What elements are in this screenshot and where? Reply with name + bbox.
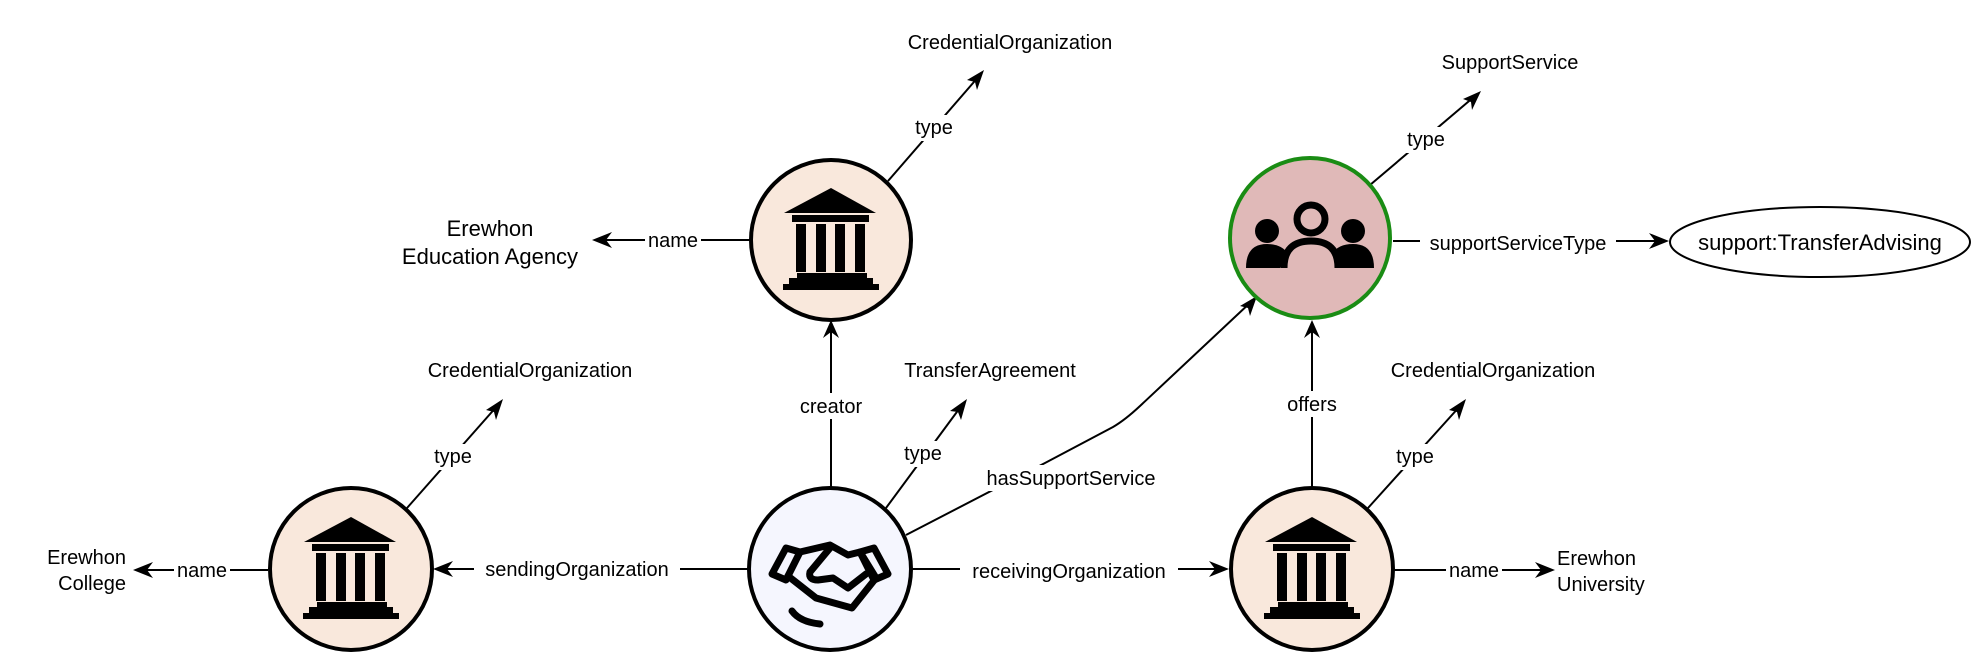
handshake-icon <box>768 541 892 628</box>
edge-label-sending-organization: sendingOrganization <box>474 556 680 582</box>
edge-label-college-type: type <box>431 444 475 470</box>
edge-label-agreement-type: type <box>901 441 945 467</box>
college-type-edge-label: type <box>434 446 472 468</box>
people-group-icon <box>1246 201 1374 269</box>
university-name-line1: Erewhon <box>1557 548 1636 570</box>
agency-name-edge-label: name <box>648 230 698 252</box>
edge-label-agency-name: name <box>645 229 701 252</box>
sending-organization-edge-label: sendingOrganization <box>485 559 668 581</box>
edge-label-college-name: name <box>174 559 230 582</box>
college-name-line2: College <box>58 573 126 595</box>
university-name-edge-label: name <box>1449 560 1499 582</box>
support-service-type-node[interactable]: support:TransferAdvising <box>1669 206 1971 278</box>
offers-edge-label: offers <box>1287 394 1337 416</box>
node-transfer-agreement[interactable] <box>747 486 913 652</box>
edge-label-agency-type: type <box>912 115 956 141</box>
agency-name-line1: Erewhon <box>447 216 534 241</box>
college-name-edge-label: name <box>177 560 227 582</box>
agency-type-edge-label: type <box>915 117 953 139</box>
edge-label-university-type: type <box>1393 444 1437 470</box>
agreement-type-edge-label: type <box>904 443 942 465</box>
support-type-value: SupportService <box>1442 52 1579 74</box>
edge-label-support-type: type <box>1404 127 1448 153</box>
support-type-edge-label: type <box>1407 129 1445 151</box>
edge-label-receiving-organization: receivingOrganization <box>960 558 1178 584</box>
edge-label-support-service-type: supportServiceType <box>1420 230 1616 256</box>
has-support-service-edge-label: hasSupportService <box>987 468 1156 490</box>
university-type-value: CredentialOrganization <box>1391 360 1596 382</box>
university-name-line2: University <box>1557 574 1645 596</box>
university-type-edge-label: type <box>1396 446 1434 468</box>
agency-type-value: CredentialOrganization <box>908 32 1113 54</box>
node-college[interactable] <box>268 486 434 652</box>
college-name-line1: Erewhon <box>47 547 126 569</box>
college-type-value: CredentialOrganization <box>428 360 633 382</box>
edge-label-has-support-service: hasSupportService <box>976 465 1166 491</box>
agreement-type-value: TransferAgreement <box>904 360 1076 382</box>
edge-label-creator: creator <box>794 393 868 419</box>
receiving-organization-edge-label: receivingOrganization <box>972 561 1165 583</box>
agency-name-line2: Education Agency <box>402 244 578 269</box>
support-service-type-edge-label: supportServiceType <box>1430 233 1607 255</box>
edge-label-university-name: name <box>1446 559 1502 582</box>
creator-edge-label: creator <box>800 396 863 418</box>
node-support-service[interactable] <box>1228 156 1392 320</box>
support-service-type-value: support:TransferAdvising <box>1698 230 1942 255</box>
node-university[interactable] <box>1229 486 1395 652</box>
edge-label-offers: offers <box>1283 391 1341 417</box>
node-education-agency[interactable] <box>749 158 913 322</box>
edge-has-support-service <box>905 296 1257 536</box>
